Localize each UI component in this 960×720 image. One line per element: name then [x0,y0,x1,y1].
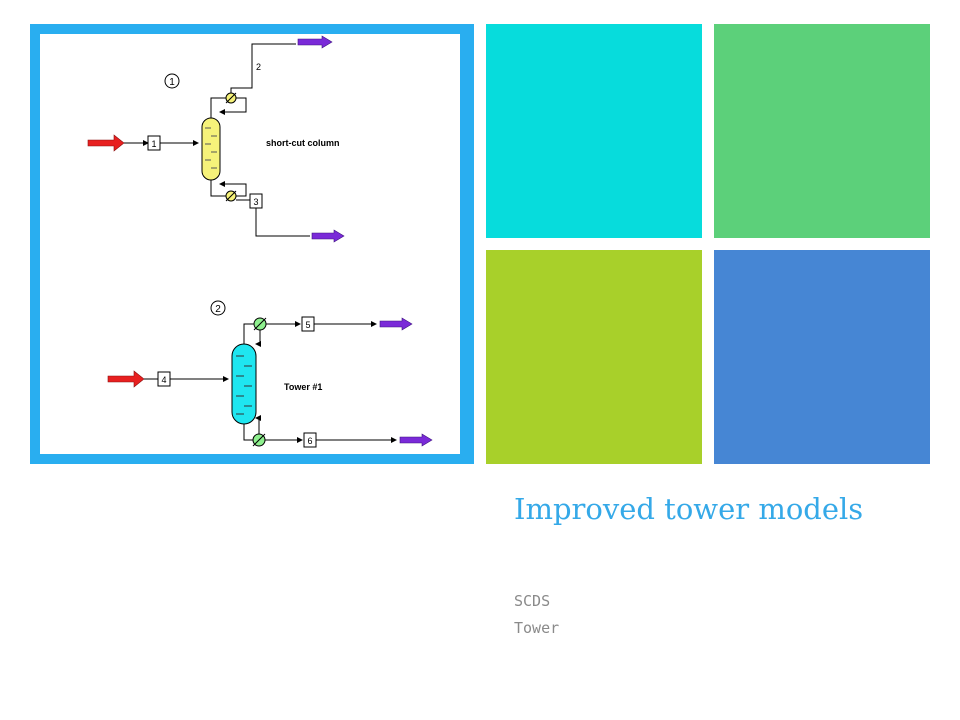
stream-label-2: 2 [256,62,261,72]
feed-arrow-4 [107,370,145,388]
stream-label-6: 6 [307,436,312,446]
section-1-marker: 1 [164,73,180,89]
product-arrow-5 [379,317,413,331]
bullet-tower: Tower [514,619,560,637]
section-2-marker-text: 2 [215,304,221,315]
stream-box-1: 1 [147,135,161,151]
section-1-marker-text: 1 [169,77,175,88]
feed-arrow-1 [87,134,125,152]
decor-tile-lime [486,250,702,464]
decor-tile-green [714,24,930,238]
reboiler-1 [225,190,237,202]
product-arrow-3 [311,229,345,243]
slide-title: Improved tower models [514,492,864,526]
section-2: 2 4 [107,300,433,448]
stream-box-3: 3 [249,193,263,209]
stream-label-1: 1 [151,139,156,149]
section-1: 1 1 [87,35,345,243]
tower-1-label: Tower #1 [284,382,322,392]
condenser-2 [253,317,267,331]
section-2-marker: 2 [210,300,226,316]
reboiler-2 [252,433,266,447]
product-arrow-2 [297,35,333,49]
condenser-1 [225,92,237,104]
flowsheet-diagram: 1 1 [87,35,433,448]
stream-label-5: 5 [305,320,310,330]
stream-label-3: 3 [253,197,258,207]
stream-label-4: 4 [161,375,166,385]
decor-tile-blue [714,250,930,464]
diagram-panel: 1 1 [40,34,460,454]
bullet-scds: SCDS [514,592,551,610]
tower-1 [231,343,257,425]
stream-box-4: 4 [157,371,171,387]
short-cut-column [201,117,221,181]
stream-box-5: 5 [301,316,315,332]
decor-tile-cyan [486,24,702,238]
product-arrow-6 [399,433,433,447]
short-cut-column-label: short-cut column [266,138,340,148]
stream-box-6: 6 [303,432,317,448]
diagram-frame: 1 1 [30,24,474,464]
